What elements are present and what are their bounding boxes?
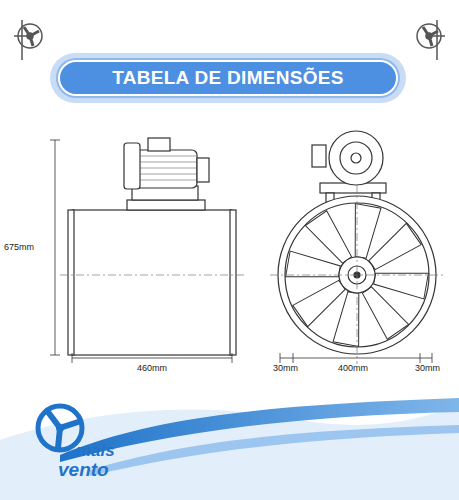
- dimension-label: 400mm: [337, 364, 369, 373]
- dimension-label: 675mm: [3, 243, 35, 252]
- banner-title: TABELA DE DIMENSÕES: [112, 67, 344, 89]
- logo-text: vento: [58, 460, 109, 479]
- dimension-label: 30mm: [272, 364, 299, 373]
- dimension-label: 460mm: [136, 364, 168, 373]
- dimension-label: 30mm: [414, 364, 441, 373]
- title-banner: TABELA DE DIMENSÕES: [58, 60, 398, 96]
- logo-text: mais: [76, 442, 115, 459]
